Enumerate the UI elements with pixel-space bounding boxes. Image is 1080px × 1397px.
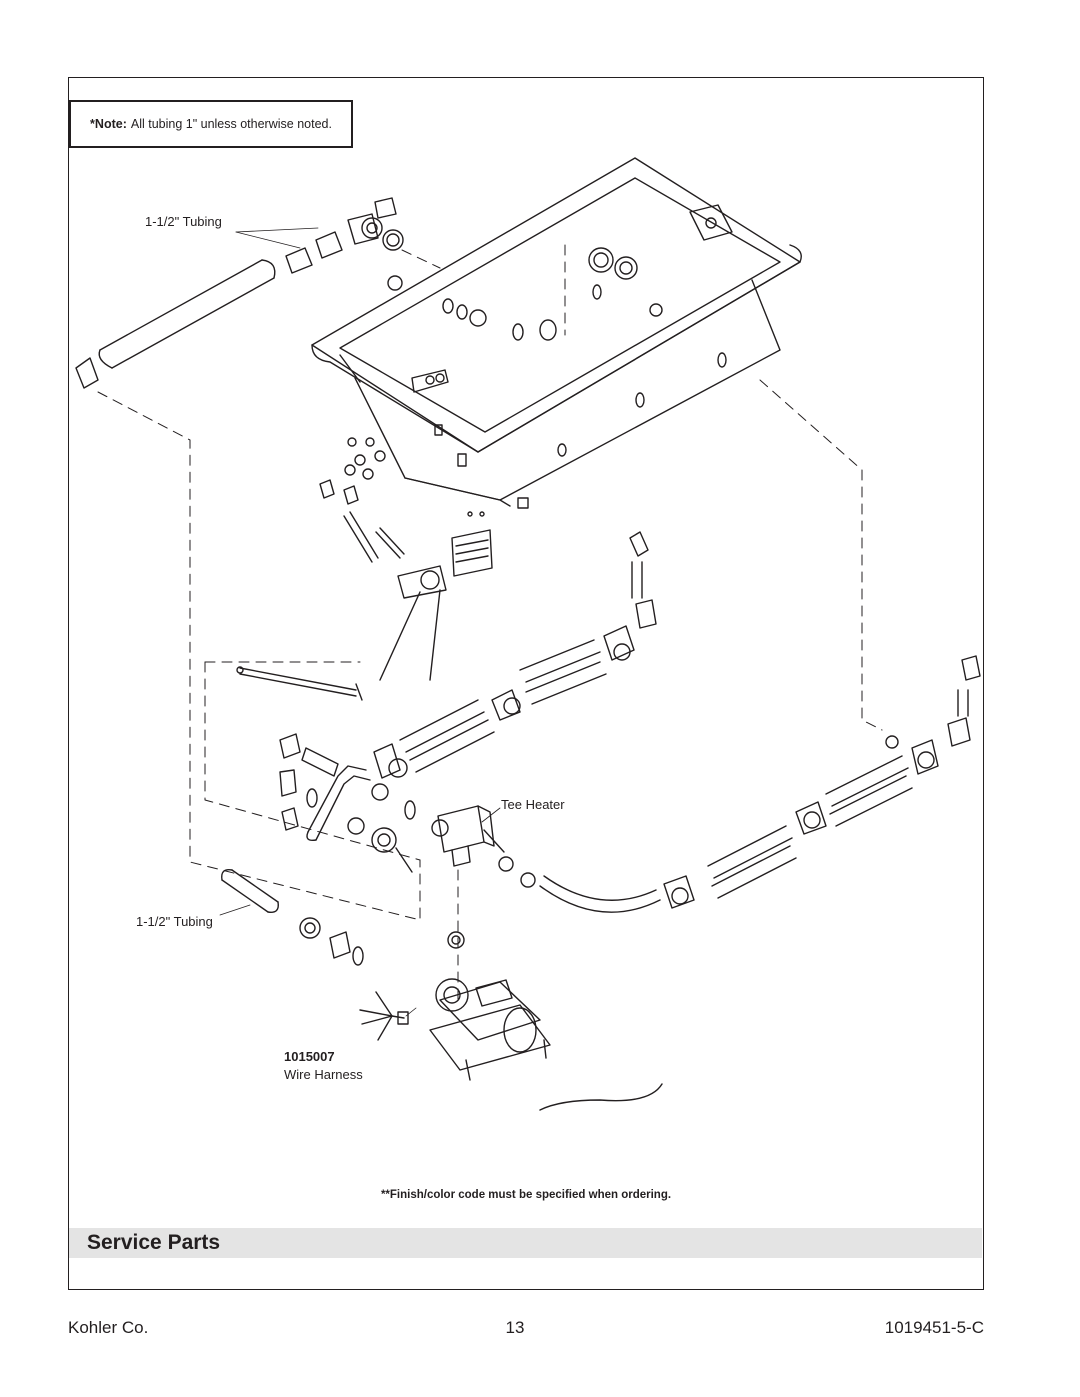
tee-heater-label: Tee Heater xyxy=(501,797,565,812)
page-frame xyxy=(68,77,984,1290)
top-tubing-group xyxy=(75,197,404,389)
fittings-column xyxy=(319,437,405,563)
control-assembly xyxy=(379,511,493,681)
center-pipe-run xyxy=(373,531,657,779)
footer-page-number: 13 xyxy=(505,1318,525,1337)
note-label: *Note: xyxy=(90,117,127,131)
tee-heater xyxy=(431,805,514,872)
wire-harness xyxy=(359,991,417,1041)
harness-label: Wire Harness xyxy=(284,1067,363,1082)
pump xyxy=(429,931,551,1081)
footer-company: Kohler Co. xyxy=(68,1318,149,1337)
bathtub-drawing xyxy=(311,157,802,509)
left-fittings xyxy=(279,733,416,873)
tubing-top-label: 1-1/2" Tubing xyxy=(145,214,222,229)
cord xyxy=(539,1083,663,1111)
footer-doc-number: 1019451-5-C xyxy=(884,1318,984,1337)
section-bar: Service Parts xyxy=(69,1228,982,1258)
phantom-lines xyxy=(97,244,883,1001)
exploded-parts-diagram xyxy=(75,157,981,1111)
section-title: Service Parts xyxy=(87,1231,221,1254)
harness-part-number: 1015007 xyxy=(284,1049,335,1064)
note-text: All tubing 1" unless otherwise noted. xyxy=(130,117,332,131)
bottom-tubing-group xyxy=(219,869,364,966)
lower-right-pipe-run xyxy=(520,655,981,913)
tubing-bottom-label: 1-1/2" Tubing xyxy=(136,914,213,929)
finish-note: **Finish/color code must be specified wh… xyxy=(380,1189,672,1201)
wire-rod xyxy=(236,666,363,701)
tubing-note: *Note: All tubing 1" unless otherwise no… xyxy=(69,100,353,148)
